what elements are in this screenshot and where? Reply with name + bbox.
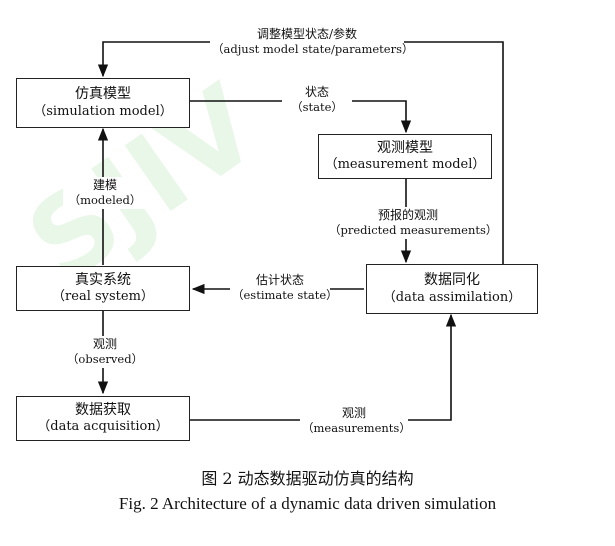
simulation-model-en: （simulation model） bbox=[33, 103, 173, 119]
measurement-model-en: （measurement model） bbox=[324, 157, 486, 173]
modeled-label: 建模 （modeled） bbox=[63, 177, 147, 209]
state-arrow bbox=[189, 100, 412, 134]
predicted-label: 预报的观测 （predicted measurements） bbox=[327, 207, 498, 239]
adjust-label: 调整模型状态/参数 （adjust model state/parameters… bbox=[210, 26, 414, 58]
measurements-label-zh: 观测 bbox=[341, 406, 366, 420]
state-label-en: （state） bbox=[291, 100, 343, 115]
measurement-model-zh: 观测模型 bbox=[377, 139, 433, 156]
modeled-label-en: （modeled） bbox=[68, 193, 142, 208]
adjust-label-zh: 调整模型状态/参数 bbox=[256, 27, 358, 41]
simulation-model-zh: 仿真模型 bbox=[75, 86, 131, 103]
predicted-label-zh: 预报的观测 bbox=[377, 208, 438, 222]
real-system-en: （real system） bbox=[52, 289, 154, 305]
estimate-label: 估计状态 （estimate state） bbox=[230, 272, 338, 304]
estimate-label-zh: 估计状态 bbox=[255, 273, 304, 287]
state-label-zh: 状态 bbox=[304, 85, 329, 99]
simulation-model-box: 仿真模型 （simulation model） bbox=[16, 78, 190, 128]
measurement-model-box: 观测模型 （measurement model） bbox=[318, 134, 492, 179]
real-system-zh: 真实系统 bbox=[75, 271, 131, 288]
state-label: 状态 （state） bbox=[282, 84, 352, 116]
data-assimilation-box: 数据同化 （data assimilation） bbox=[366, 264, 538, 314]
observed-label: 观测 （observed） bbox=[61, 336, 149, 368]
modeled-label-zh: 建模 bbox=[92, 178, 117, 192]
data-assimilation-en: （data assimilation） bbox=[382, 289, 522, 305]
predicted-label-en: （predicted measurements） bbox=[329, 223, 498, 238]
observed-label-en: （observed） bbox=[66, 352, 144, 367]
real-system-box: 真实系统 （real system） bbox=[16, 266, 190, 311]
data-assimilation-zh: 数据同化 bbox=[424, 272, 480, 289]
caption-english: Fig. 2 Architecture of a dynamic data dr… bbox=[118, 494, 497, 513]
observed-label-zh: 观测 bbox=[92, 337, 117, 351]
measurements-label-en: （measurements） bbox=[302, 421, 411, 436]
data-acquisition-zh: 数据获取 bbox=[75, 401, 131, 418]
data-acquisition-en: （data acquisition） bbox=[37, 419, 169, 435]
measurements-label: 观测 （measurements） bbox=[300, 405, 411, 437]
estimate-label-en: （estimate state） bbox=[232, 288, 338, 303]
adjust-label-en: （adjust model state/parameters） bbox=[212, 42, 414, 57]
data-acquisition-box: 数据获取 （data acquisition） bbox=[16, 396, 190, 441]
measurements-arrow bbox=[190, 313, 457, 421]
caption-chinese: 图 2 动态数据驱动仿真的结构 bbox=[201, 469, 414, 488]
